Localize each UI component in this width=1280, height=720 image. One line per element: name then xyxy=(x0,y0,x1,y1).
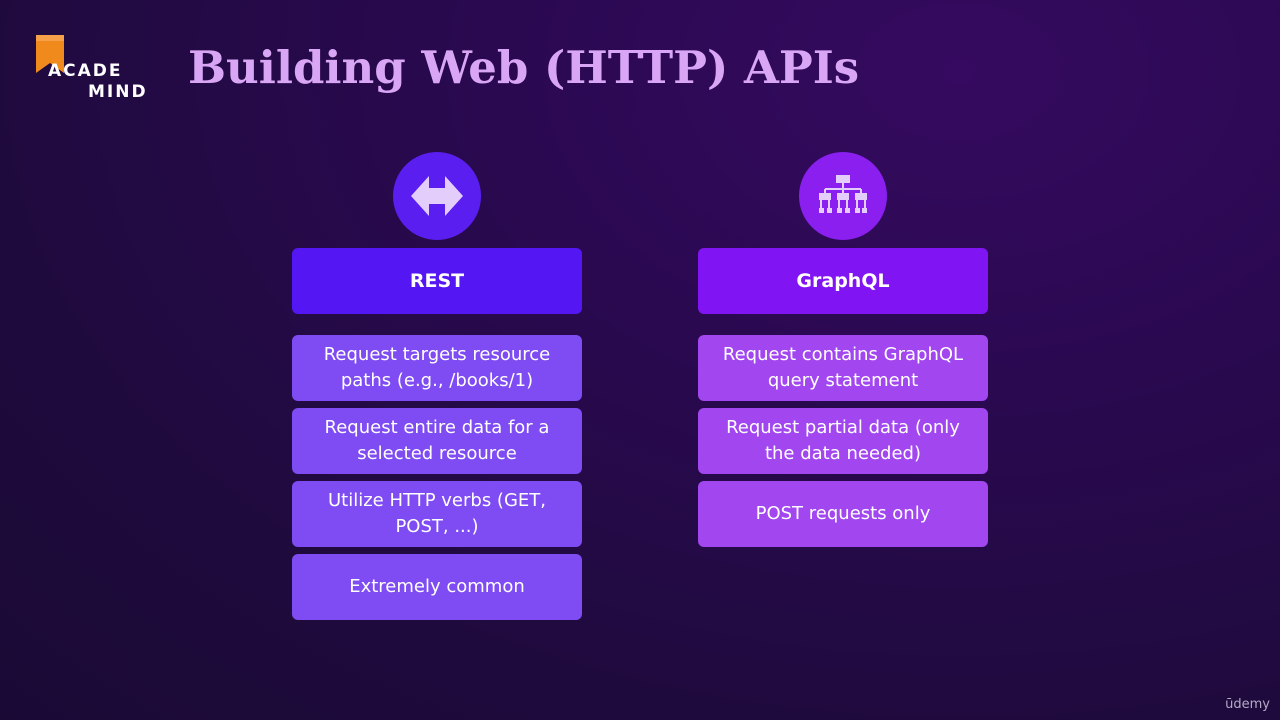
graphql-header: GraphQL xyxy=(698,248,988,314)
graphql-items-list: Request contains GraphQL query statement… xyxy=(698,335,988,554)
page-title: Building Web (HTTP) APIs xyxy=(188,41,860,94)
hierarchy-tree-icon xyxy=(799,152,887,240)
rest-item: Extremely common xyxy=(292,554,582,620)
logo-text-bottom: MIND xyxy=(88,82,148,102)
rest-item: Request targets resource paths (e.g., /b… xyxy=(292,335,582,401)
graphql-item: Request partial data (only the data need… xyxy=(698,408,988,474)
logo-text-top: ACADE xyxy=(48,61,123,81)
graphql-item: POST requests only xyxy=(698,481,988,547)
rest-items-list: Request targets resource paths (e.g., /b… xyxy=(292,335,582,627)
academind-flag-icon xyxy=(36,35,64,73)
bidirectional-arrow-icon xyxy=(393,152,481,240)
academind-logo: ACADE MIND xyxy=(34,33,164,103)
udemy-watermark: ūdemy xyxy=(1225,697,1270,712)
rest-header: REST xyxy=(292,248,582,314)
rest-item: Request entire data for a selected resou… xyxy=(292,408,582,474)
rest-item: Utilize HTTP verbs (GET, POST, ...) xyxy=(292,481,582,547)
graphql-item: Request contains GraphQL query statement xyxy=(698,335,988,401)
